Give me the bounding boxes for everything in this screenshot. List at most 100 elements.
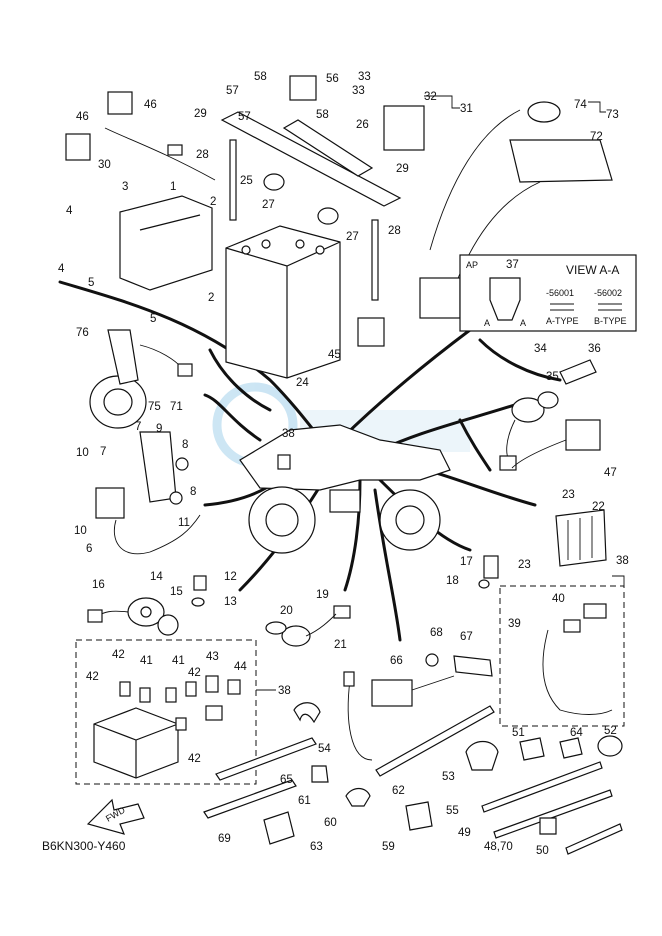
fuse-box-kit: [75, 639, 257, 785]
callout-41: 41: [172, 655, 185, 667]
cable-tie-69: [203, 779, 297, 819]
callout-33: 33: [358, 71, 371, 83]
callout-5: 5: [150, 313, 156, 325]
callout-numbers: 1 2 2 3 4 4 5 5 6 7 7 8 8 9 10 10 11 12 …: [58, 71, 629, 857]
callout-19: 19: [316, 589, 329, 601]
clamp-64: [559, 737, 583, 759]
bolt-28-left: [229, 139, 237, 221]
view-key-label: AP: [466, 260, 478, 270]
callout-29: 29: [194, 108, 207, 120]
callout-45: 45: [328, 349, 341, 361]
callout-22: 22: [592, 501, 605, 513]
callout-73: 73: [606, 109, 619, 121]
callout-38: 38: [282, 428, 295, 440]
cable-tie-50: [565, 823, 623, 855]
sensor-14: [87, 597, 165, 627]
callout-42: 42: [188, 667, 201, 679]
callout-64: 64: [570, 727, 583, 739]
holder-63: [263, 811, 295, 845]
callout-57: 57: [238, 111, 251, 123]
callout-39: 39: [508, 618, 521, 630]
callout-56: 56: [326, 73, 339, 85]
callout-71: 71: [170, 401, 183, 413]
callout-7: 7: [100, 446, 106, 458]
view-variant-1: -56001: [546, 288, 574, 298]
callout-42: 42: [86, 671, 99, 683]
callout-52: 52: [604, 725, 617, 737]
ignition-coil-assembly: [95, 431, 201, 555]
cable-tie-65: [215, 737, 317, 781]
callout-6: 6: [86, 543, 92, 555]
holder-48: [539, 817, 557, 835]
callout-18: 18: [446, 575, 459, 587]
callout-35: 35: [546, 371, 559, 383]
bolt-28-right: [371, 219, 379, 301]
callout-20: 20: [280, 605, 293, 617]
callout-14: 14: [150, 571, 163, 583]
callout-61: 61: [298, 795, 311, 807]
washer-13: [191, 597, 205, 607]
bracket-31: [424, 95, 460, 109]
callout-10: 10: [74, 525, 87, 537]
callout-38: 38: [278, 685, 291, 697]
cable-tie-49: [493, 789, 613, 839]
o-ring-20: [265, 621, 287, 635]
clamp-53: [465, 740, 499, 771]
callout-50: 50: [536, 845, 549, 857]
callout-60: 60: [324, 817, 337, 829]
callout-24: 24: [296, 377, 309, 389]
meter-assembly: [419, 101, 613, 319]
callout-28: 28: [196, 149, 209, 161]
callout-26: 26: [356, 119, 369, 131]
lead-wire-30: [104, 127, 216, 181]
callout-51: 51: [512, 727, 525, 739]
callout-44: 44: [234, 661, 247, 673]
callout-29: 29: [396, 163, 409, 175]
callout-2: 2: [210, 196, 216, 208]
callout-55: 55: [446, 805, 459, 817]
callout-13: 13: [224, 596, 237, 608]
callout-4: 4: [58, 263, 65, 275]
callout-30: 30: [98, 159, 111, 171]
callout-63: 63: [310, 841, 323, 853]
washer-18: [478, 579, 490, 589]
atv-vehicle: [239, 424, 451, 554]
callout-11: 11: [178, 517, 190, 529]
callout-9: 9: [156, 423, 162, 435]
callout-12: 12: [224, 571, 237, 583]
damper-27-left: [263, 173, 285, 191]
connector-30: [167, 144, 183, 156]
harness-kit-box-right: [499, 585, 625, 727]
ecu-unit: [119, 195, 213, 291]
callout-46: 46: [76, 111, 89, 123]
clamp-51: [519, 737, 545, 761]
cable-tie-62: [375, 705, 495, 777]
callout-69: 69: [218, 833, 231, 845]
callout-33: 33: [352, 85, 365, 97]
callout-53: 53: [442, 771, 455, 783]
callout-54: 54: [318, 743, 331, 755]
sensor-12: [193, 575, 207, 591]
callout-42: 42: [188, 753, 201, 765]
sensor-17: [483, 555, 499, 579]
callout-27: 27: [262, 199, 275, 211]
view-a-left: A: [484, 318, 490, 328]
view-part-ref: 37: [506, 259, 519, 271]
callout-28: 28: [388, 225, 401, 237]
callout-49: 49: [458, 827, 471, 839]
fuse-holder-56: [289, 75, 317, 101]
callout-65: 65: [280, 774, 293, 786]
sensor-19: [281, 605, 351, 647]
battery-cover-26: [282, 119, 374, 177]
rectifier-22: [555, 509, 607, 567]
callout-31: 31: [460, 103, 473, 115]
callout-46: 46: [144, 99, 157, 111]
callout-17: 17: [460, 556, 473, 568]
callout-47: 47: [604, 467, 617, 479]
bolt-68: [425, 653, 439, 667]
bracket-38-right: [612, 575, 625, 586]
callout-16: 16: [92, 579, 105, 591]
callout-40: 40: [552, 593, 565, 605]
callout-57: 57: [226, 85, 239, 97]
